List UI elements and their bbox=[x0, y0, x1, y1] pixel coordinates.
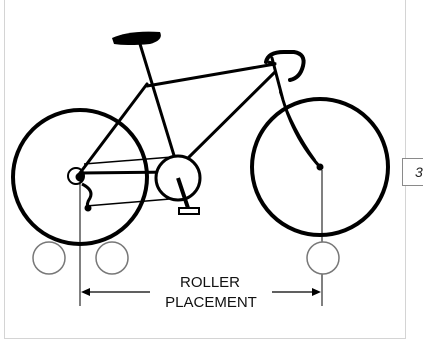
placement-label: PLACEMENT bbox=[165, 294, 257, 311]
roller-placement-dimension bbox=[81, 288, 321, 296]
saddle bbox=[112, 31, 161, 45]
handlebar bbox=[264, 50, 306, 82]
rear-roller-left bbox=[32, 241, 66, 275]
pedal bbox=[178, 207, 200, 215]
bike-frame bbox=[78, 42, 322, 175]
chain-top bbox=[83, 156, 173, 165]
page-number-tab: 3 bbox=[402, 158, 423, 186]
front-hub bbox=[316, 163, 324, 171]
chain-bottom bbox=[85, 198, 171, 207]
roller-label: ROLLER bbox=[180, 274, 240, 291]
front-wheel bbox=[250, 97, 390, 237]
front-roller bbox=[306, 241, 340, 275]
rear-roller-right bbox=[95, 241, 129, 275]
